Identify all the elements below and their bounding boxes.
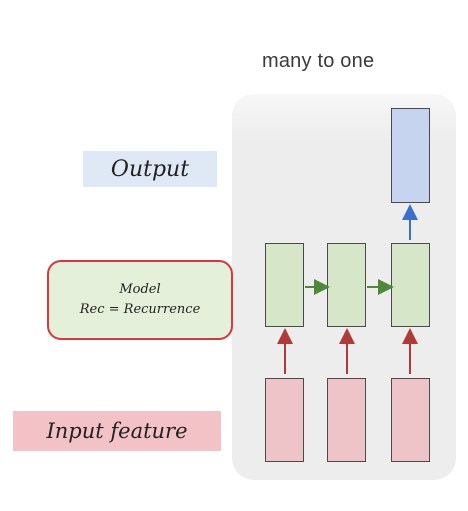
output-box (391, 108, 430, 203)
input-box-3 (391, 378, 430, 462)
model-subtitle: Rec = Recurrence (79, 302, 201, 317)
diagram-title: many to one (262, 50, 375, 72)
rnn-cell-1 (265, 243, 304, 327)
input-label: Input feature (13, 411, 221, 451)
output-label: Output (83, 151, 217, 187)
model-title: Model (119, 282, 161, 297)
input-box-2 (327, 378, 366, 462)
model-card: Model Rec = Recurrence (47, 260, 233, 340)
input-box-1 (265, 378, 304, 462)
